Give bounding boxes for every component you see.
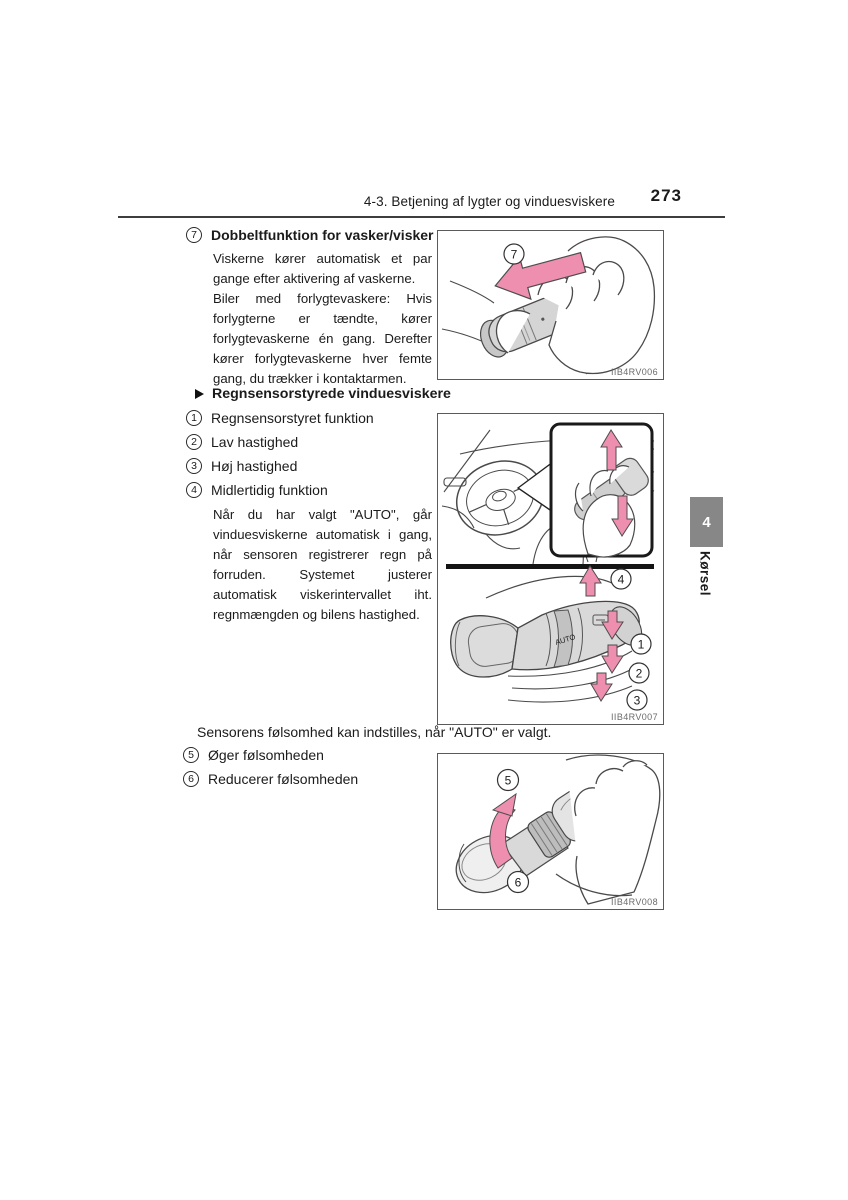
- list-item-label: Høj hastighed: [211, 458, 298, 474]
- svg-text:6: 6: [515, 876, 522, 890]
- list-item: 1 Regnsensorstyret funktion: [186, 410, 374, 426]
- chapter-tab-label: Kørsel: [688, 551, 722, 596]
- rotate-arrow-icon: [489, 792, 517, 869]
- section-marker-icon: [195, 389, 204, 399]
- pull-down-arrow-icon: [611, 495, 634, 537]
- list-item-label: Midlertidig funktion: [211, 482, 328, 498]
- rain-section-heading: Regnsensorstyrede vinduesviskere: [195, 386, 451, 402]
- inset-hand-stalk: [574, 429, 649, 558]
- svg-text:5: 5: [505, 774, 512, 788]
- figure-caption: IIB4RV007: [611, 712, 658, 722]
- circled-number-4: 4: [186, 482, 202, 498]
- fig3-callout-5: 5: [496, 768, 520, 792]
- svg-text:3: 3: [634, 694, 641, 708]
- chapter-label-text: Kørsel: [697, 551, 713, 597]
- stalk-positions-sketch: AUTO 4 1: [450, 565, 652, 711]
- down-arrow-3-icon: [590, 672, 613, 702]
- panel-divider: [446, 564, 654, 569]
- washer-paragraph-1: Viskerne kører automatisk et par gange e…: [213, 251, 432, 286]
- figure-sensitivity-ring: 5 6 IIB4RV008: [437, 753, 664, 910]
- down-arrow-1-icon: [601, 610, 624, 640]
- washer-paragraph-2: Biler med forlygtevaskere: Hvis forlygte…: [213, 291, 432, 386]
- fig2-callout-1: 1: [630, 633, 652, 655]
- auto-paragraph: Når du har valgt "AUTO", går vinduesvisk…: [213, 507, 432, 622]
- up-arrow-icon: [579, 565, 602, 597]
- fig2-callout-2: 2: [628, 662, 650, 684]
- list-item-label: Reducerer følsomheden: [208, 771, 359, 787]
- svg-text:4: 4: [618, 573, 625, 587]
- rain-section-title: Regnsensorstyrede vinduesviskere: [212, 386, 451, 402]
- list-item-label: Øger følsomheden: [208, 747, 324, 763]
- sensitivity-ring-illustration: 5 6: [455, 754, 661, 905]
- washer-lever-illustration: 7: [441, 236, 656, 375]
- list-item: 4 Midlertidig funktion: [186, 482, 328, 498]
- circled-number-3: 3: [186, 458, 202, 474]
- chapter-tab: 4: [690, 497, 723, 547]
- washer-heading: Dobbeltfunktion for vasker/visker: [211, 227, 434, 243]
- svg-text:2: 2: [636, 667, 643, 681]
- circled-number-5: 5: [183, 747, 199, 763]
- svg-text:1: 1: [638, 638, 645, 652]
- header-rule: [118, 216, 725, 218]
- figure-caption: IIB4RV008: [611, 897, 658, 907]
- fig2-callout-4: 4: [610, 568, 632, 590]
- list-item-label: Regnsensorstyret funktion: [211, 410, 374, 426]
- fig3-callout-6: 6: [506, 870, 530, 894]
- list-item-label: Lav hastighed: [211, 434, 299, 450]
- list-item: 5 Øger følsomheden: [183, 747, 324, 763]
- washer-heading-row: 7 Dobbeltfunktion for vasker/visker: [186, 227, 434, 243]
- page-header-title: 4-3. Betjening af lygter og vinduesviske…: [363, 194, 615, 209]
- fig1-callout-7: 7: [503, 243, 525, 265]
- page-number: 273: [650, 186, 682, 205]
- push-up-arrow-icon: [600, 429, 623, 471]
- circled-number-6: 6: [183, 771, 199, 787]
- figure-lever-positions: AUTO 4 1: [437, 413, 664, 725]
- sensor-sentence: Sensorens følsomhed kan indstilles, når …: [197, 724, 552, 740]
- hand: [555, 754, 661, 905]
- down-arrow-2-icon: [601, 644, 624, 674]
- list-item: 2 Lav hastighed: [186, 434, 298, 450]
- figure-washer-lever: 7 IIB4RV006: [437, 230, 664, 380]
- circled-number-2: 2: [186, 434, 202, 450]
- circled-number-1: 1: [186, 410, 202, 426]
- figure-caption: IIB4RV006: [611, 367, 658, 377]
- circled-number-7: 7: [186, 227, 202, 243]
- fig2-callout-3: 3: [626, 689, 648, 711]
- callout-wedge: [516, 460, 554, 514]
- lever-positions-illustration: AUTO 4 1: [441, 422, 655, 711]
- svg-text:7: 7: [511, 248, 518, 262]
- list-item: 3 Høj hastighed: [186, 458, 297, 474]
- list-item: 6 Reducerer følsomheden: [183, 771, 358, 787]
